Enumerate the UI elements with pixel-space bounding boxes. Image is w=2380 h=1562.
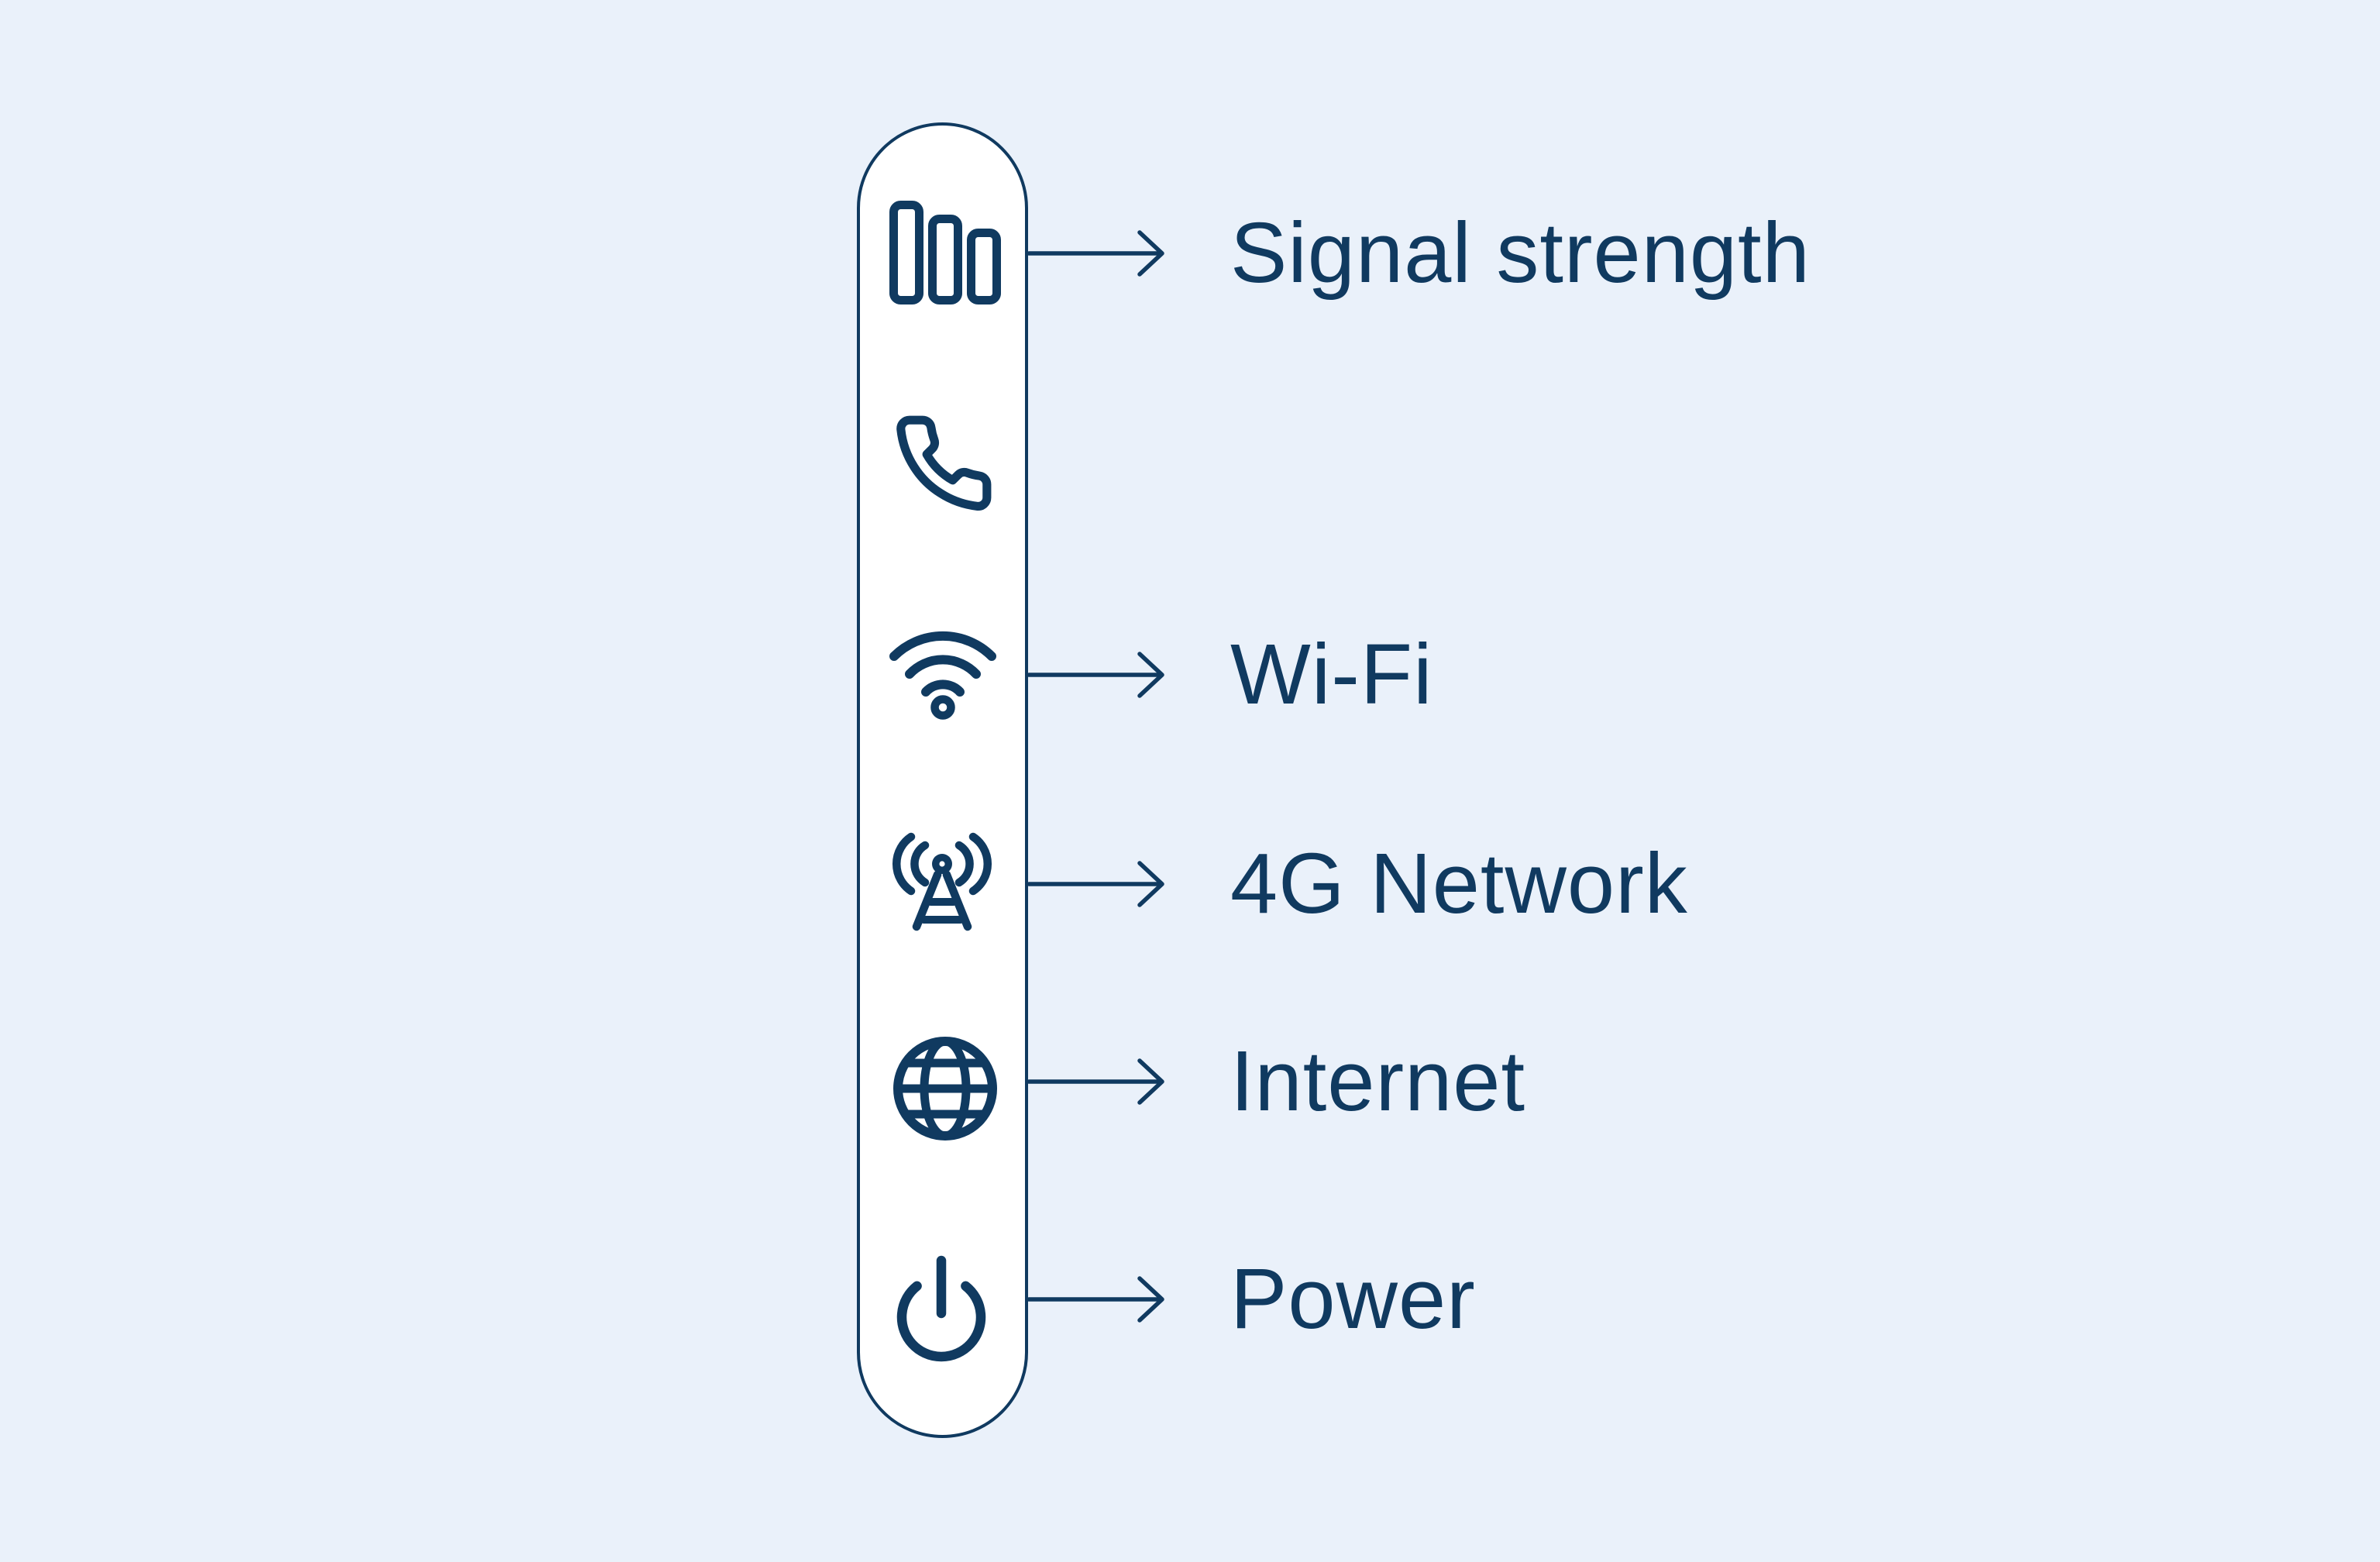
label-signal-strength: Signal strength <box>1230 205 1811 301</box>
power-icon <box>896 1255 986 1362</box>
label-internet: Internet <box>1230 1034 1526 1129</box>
phone-icon <box>896 415 992 511</box>
label-power: Power <box>1230 1251 1476 1347</box>
arrow-icon-signal-strength <box>1027 230 1164 277</box>
wifi-icon <box>889 631 996 720</box>
led-strip-panel <box>857 122 1028 1438</box>
signal-strength-icon <box>889 201 1001 304</box>
4g-network-icon <box>892 832 992 931</box>
arrow-icon-internet <box>1027 1058 1164 1105</box>
arrow-icon-wifi <box>1027 652 1164 698</box>
label-4g-network: 4G Network <box>1230 836 1688 931</box>
label-wifi: Wi-Fi <box>1230 627 1433 722</box>
arrow-icon-power <box>1027 1276 1164 1323</box>
internet-icon <box>893 1037 997 1141</box>
arrow-icon-4g-network <box>1027 861 1164 907</box>
